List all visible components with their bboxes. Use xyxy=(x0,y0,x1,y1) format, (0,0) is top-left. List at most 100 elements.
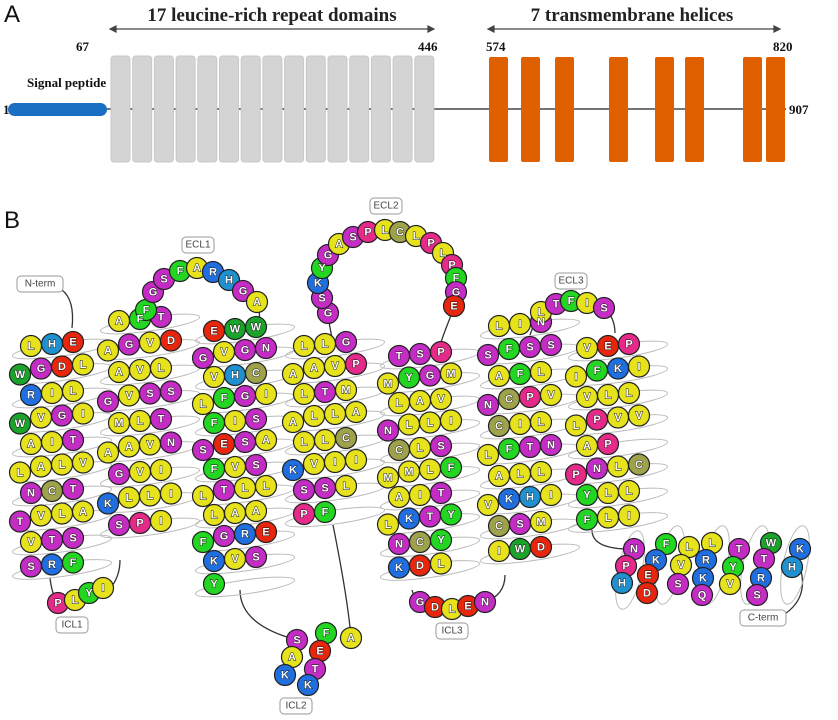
residue-circle xyxy=(429,481,453,505)
residue-circle xyxy=(61,379,85,403)
residue-circle xyxy=(96,492,120,515)
residue-circle xyxy=(564,365,588,388)
label-text: ICL3 xyxy=(441,626,463,637)
residue-circle xyxy=(344,448,368,472)
residue-circle xyxy=(61,526,85,550)
residue-circle xyxy=(149,458,173,482)
residue-circle xyxy=(592,296,616,320)
signal-peptide-domain xyxy=(8,103,107,116)
tm-domains xyxy=(489,57,785,162)
residue-circle xyxy=(529,510,553,534)
residue-circle xyxy=(334,474,358,498)
residue-circle xyxy=(429,340,453,364)
tm-domain-box xyxy=(521,57,540,162)
lrr-domains xyxy=(110,55,435,163)
lrr-title: 17 leucine-rich repeat domains xyxy=(147,5,396,26)
residue-circle xyxy=(429,387,453,411)
label-text: ECL1 xyxy=(185,240,210,251)
residue-circle xyxy=(439,362,463,385)
label-icl2: ICL2 xyxy=(279,697,313,715)
residue-circle xyxy=(191,530,215,554)
residue-circle xyxy=(244,315,268,339)
residue-circle xyxy=(281,410,305,434)
residue-circle xyxy=(254,520,278,544)
residue-circle xyxy=(254,428,278,452)
label-box xyxy=(279,697,313,715)
label-icl1: ICL1 xyxy=(55,616,89,634)
label-ecl3: ECL3 xyxy=(554,272,588,290)
connector xyxy=(239,589,298,641)
residue-circle xyxy=(61,477,85,501)
residue-circle xyxy=(429,434,453,458)
residue-circle xyxy=(339,626,363,650)
tm-domain-box xyxy=(609,57,628,162)
residue-circle xyxy=(564,463,588,486)
residue-circle xyxy=(473,590,497,614)
lrr-domain-box xyxy=(175,55,196,163)
residue-circles xyxy=(8,218,812,697)
pos-end: 907 xyxy=(789,102,809,117)
residue-circle xyxy=(202,572,226,596)
residue-circle xyxy=(780,555,804,579)
tm-domain-box xyxy=(555,57,574,162)
residue-circle xyxy=(244,545,268,569)
residue-circle xyxy=(8,363,32,386)
helix-ring xyxy=(194,576,296,598)
residue-circle xyxy=(334,330,358,354)
signal-peptide-label: Signal peptide xyxy=(27,75,106,90)
residue-circle xyxy=(8,461,32,484)
residue-circle xyxy=(564,414,588,437)
lrr-domain-box xyxy=(132,55,153,163)
panel-a: A 17 leucine-rich repeat domains 7 trans… xyxy=(3,1,809,163)
residue-circle xyxy=(96,390,120,413)
residue-circle xyxy=(439,409,463,432)
residue-circle xyxy=(71,402,95,425)
tm-domain-box xyxy=(655,57,674,162)
residue-circle xyxy=(159,380,183,403)
residue-circle xyxy=(617,381,641,405)
lrr-domain-box xyxy=(284,55,305,163)
residue-circle xyxy=(476,393,500,417)
panel-a-label: A xyxy=(4,1,20,28)
residue-circle xyxy=(313,500,337,524)
residue-circle xyxy=(718,572,742,596)
residue-circle xyxy=(617,332,641,356)
connector xyxy=(111,559,121,587)
label-text: ECL2 xyxy=(373,201,398,212)
residue-circle xyxy=(296,673,320,697)
residue-circle xyxy=(539,483,563,507)
residue-circle xyxy=(8,412,32,435)
residue-circle xyxy=(244,407,268,431)
residue-circle xyxy=(617,504,641,527)
residue-circle xyxy=(71,353,95,376)
residue-circle xyxy=(439,503,463,526)
residue-circle xyxy=(635,581,659,605)
label-box xyxy=(55,616,89,634)
residue-circle xyxy=(191,346,215,370)
residue-circle xyxy=(529,535,553,559)
residue-circle xyxy=(344,400,368,424)
connector xyxy=(591,529,627,550)
residue-circle xyxy=(476,493,500,517)
residue-circle xyxy=(442,294,466,318)
residue-circle xyxy=(476,343,500,367)
residue-circle xyxy=(159,431,183,454)
residue-circle xyxy=(539,383,563,407)
label-ecl2: ECL2 xyxy=(369,197,403,215)
residue-circle xyxy=(191,392,215,416)
residue-circle xyxy=(281,362,305,386)
tm-domain-box xyxy=(766,57,785,162)
residue-circle xyxy=(666,572,690,596)
residue-circle xyxy=(429,528,453,552)
label-box xyxy=(554,272,588,290)
residue-circle xyxy=(191,438,215,462)
residue-circle xyxy=(529,410,553,434)
tm-domain-box xyxy=(489,57,508,162)
residue-circle xyxy=(344,352,368,376)
residue-circle xyxy=(617,479,641,503)
residue-circle xyxy=(429,552,453,575)
residue-circle xyxy=(244,453,268,477)
residue-circle xyxy=(254,336,278,360)
